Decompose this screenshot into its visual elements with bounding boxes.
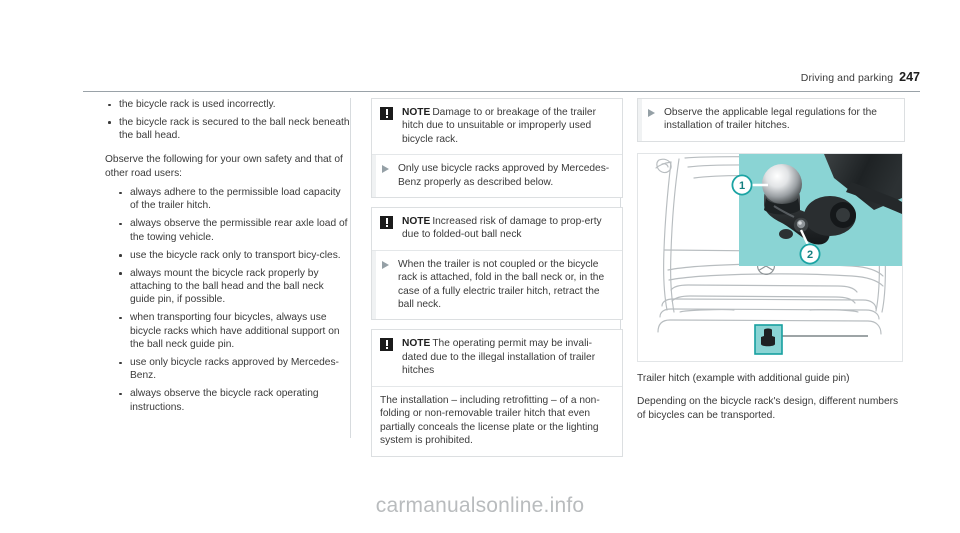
note-label: NOTE — [402, 338, 431, 350]
action-step: Observe the applicable legal regulations… — [638, 99, 904, 141]
list-item: always adhere to the permissible load ca… — [116, 186, 350, 213]
intro-paragraph: Observe the following for your own safet… — [105, 154, 343, 179]
list-item: always mount the bicycle rack properly b… — [116, 267, 350, 307]
warning-exclamation-icon — [380, 107, 393, 120]
callout-1: 1 — [731, 174, 768, 196]
note-paragraph: The installation – including retrofittin… — [372, 385, 622, 457]
note-body: Damage to or breakage of the trailer hit… — [402, 107, 596, 145]
action-step: Only use bicycle racks approved by Merce… — [372, 154, 622, 198]
note-label: NOTE — [402, 216, 431, 228]
list-item: when transporting four bicycles, always … — [116, 311, 350, 351]
content-columns: the bicycle rack is used incorrectly. th… — [83, 98, 920, 458]
step-box-legal: Observe the applicable legal regulations… — [637, 98, 905, 142]
triangle-arrow-icon — [382, 165, 389, 174]
list-item: use the bicycle rack only to transport b… — [116, 249, 350, 262]
callout-2: 2 — [799, 229, 821, 265]
triangle-arrow-icon — [382, 260, 389, 269]
column-left: the bicycle rack is used incorrectly. th… — [105, 98, 350, 419]
column-right: Observe the applicable legal regulations… — [637, 98, 905, 422]
list-item: the bicycle rack is used incorrectly. — [105, 98, 350, 111]
list-item: the bicycle rack is secured to the ball … — [105, 116, 350, 143]
page-number: 247 — [899, 70, 920, 84]
trailer-hitch-illustration: 1 2 — [637, 152, 903, 362]
page-running-header: Driving and parking 247 — [83, 68, 920, 92]
list-item: always observe the permissible rear axle… — [116, 217, 350, 244]
note-body: Increased risk of damage to prop-erty du… — [402, 216, 602, 241]
list-item: use only bicycle racks approved by Merce… — [116, 356, 350, 383]
triangle-arrow-icon — [648, 109, 655, 117]
right-column-paragraph: Depending on the bicycle rack's design, … — [637, 396, 899, 421]
step-accent-bar — [638, 99, 642, 141]
note-body: The operating permit may be invali-dated… — [402, 338, 596, 377]
bullet-list-top: the bicycle rack is used incorrectly. th… — [105, 98, 350, 143]
note-label: NOTE — [402, 107, 431, 118]
socket-detail-highlight — [754, 324, 868, 355]
figure-caption: Trailer hitch (example with additional g… — [637, 372, 850, 384]
bullet-list-safety: always adhere to the permissible load ca… — [105, 186, 350, 414]
step-accent-bar — [372, 250, 376, 320]
step-text: Observe the applicable legal regulations… — [664, 107, 877, 132]
warning-exclamation-icon — [380, 338, 393, 352]
svg-text:1: 1 — [739, 180, 745, 192]
action-step: When the trailer is not coupled or the b… — [372, 249, 622, 320]
step-text: When the trailer is not coupled or the b… — [398, 258, 605, 311]
step-accent-bar — [372, 155, 376, 198]
header-section-title: Driving and parking — [800, 72, 894, 84]
site-watermark: carmanualsonline.info — [375, 494, 585, 517]
column-divider-left — [350, 98, 351, 438]
header-inner: Driving and parking 247 — [801, 68, 920, 88]
figure-block: 1 2 Trailer hitch (ex — [637, 152, 905, 385]
svg-text:2: 2 — [807, 249, 813, 261]
list-item: always observe the bicycle rack operatin… — [116, 387, 350, 414]
step-text: Only use bicycle racks approved by Merce… — [398, 163, 610, 188]
warning-exclamation-icon — [380, 216, 393, 230]
